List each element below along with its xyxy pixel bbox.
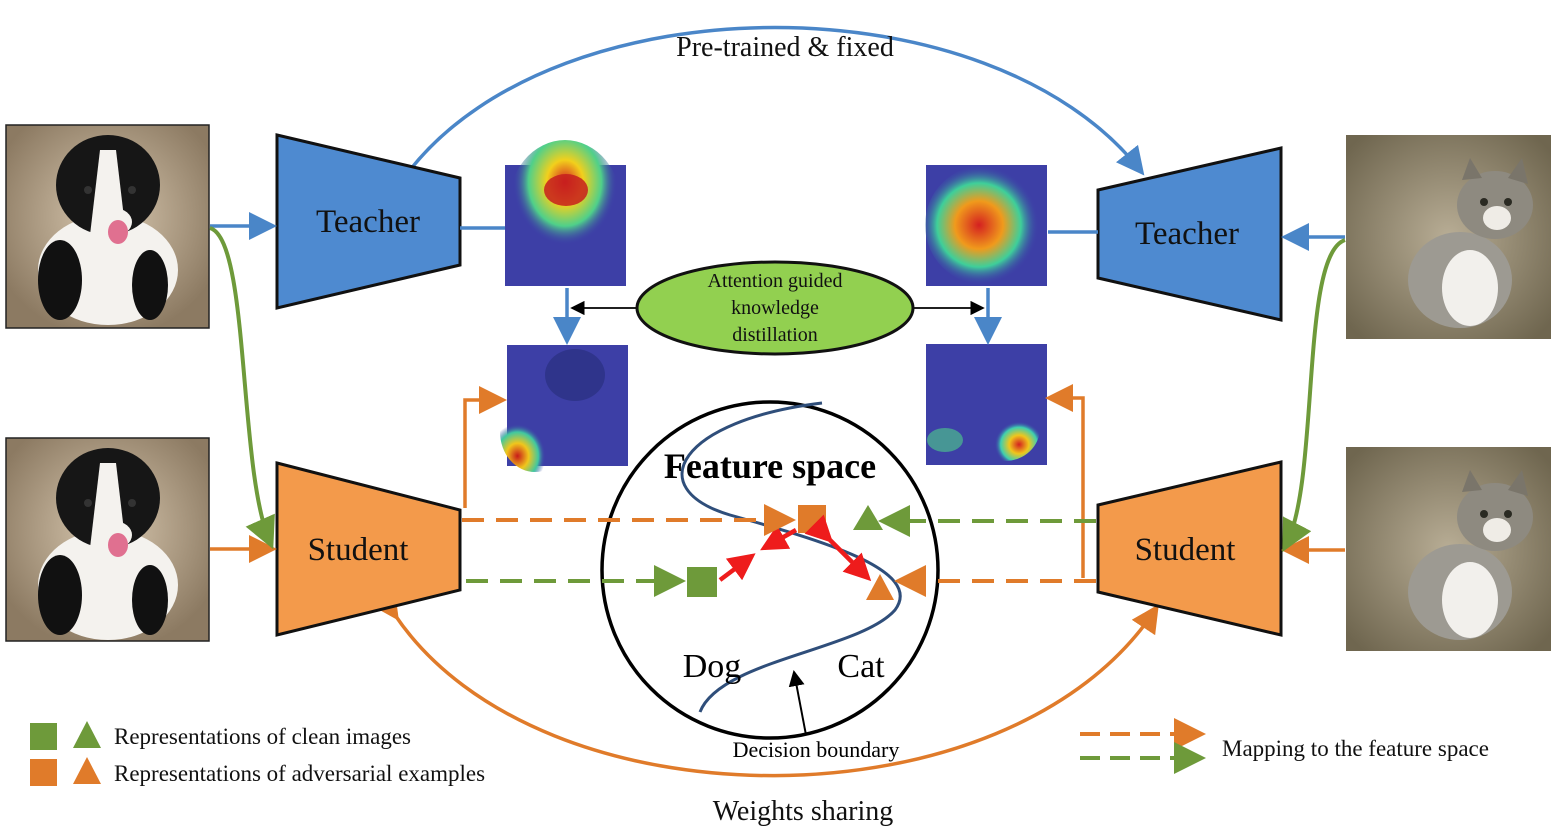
adversarial-dog-square: [798, 505, 826, 533]
cat-clean-to-student-arrow: [1282, 238, 1346, 553]
svg-text:knowledge: knowledge: [731, 297, 819, 319]
perturbation-arrow-dog-1: [718, 553, 756, 582]
dog-adversarial-image: [5, 437, 210, 642]
pretrained-arc: [385, 25, 1145, 196]
cat-clean-image: [1346, 135, 1551, 339]
legend-mapping-text: Mapping to the feature space: [1222, 736, 1489, 761]
svg-text:Teacher: Teacher: [316, 204, 420, 240]
legend-adv-text: Representations of adversarial examples: [114, 761, 485, 786]
student-attention-heatmap-dog: [500, 345, 628, 472]
class-cat-label: Cat: [837, 648, 885, 685]
student-block-left: Student: [275, 461, 462, 637]
feature-space-title: Feature space: [664, 446, 876, 486]
svg-text:Student: Student: [1135, 532, 1236, 568]
svg-text:Attention guided: Attention guided: [708, 270, 843, 292]
perturbation-arrow-cat: [804, 514, 872, 582]
legend-clean-square: [30, 723, 57, 750]
svg-text:Student: Student: [308, 532, 409, 568]
decision-boundary-label: Decision boundary: [733, 737, 900, 762]
student-block-right: Student: [1096, 460, 1283, 637]
teacher-attention-heatmap-cat: [925, 165, 1047, 286]
svg-text:Teacher: Teacher: [1135, 216, 1239, 252]
dog-clean-to-student-arrow: [209, 226, 275, 550]
clean-dog-square: [687, 567, 717, 597]
cat-adversarial-image: [1346, 447, 1551, 651]
student-right-to-heatmap-arrow: [1045, 384, 1085, 578]
svg-text:distillation: distillation: [732, 324, 818, 346]
legend-adv-square: [30, 759, 57, 786]
student-left-to-heatmap-arrow: [463, 386, 507, 508]
teacher-block-right: Teacher: [1096, 146, 1283, 322]
student-attention-heatmap-cat: [926, 344, 1047, 465]
weights-sharing-arc: [371, 589, 1159, 778]
legend-clean-triangle: [73, 721, 101, 748]
teacher-attention-heatmap-dog: [505, 140, 626, 286]
legend: Representations of clean images Represen…: [30, 718, 1489, 786]
class-dog-label: Dog: [683, 648, 742, 685]
pretrained-label: Pre-trained & fixed: [676, 32, 894, 63]
adversarial-cat-triangle: [866, 574, 894, 600]
decision-boundary-pointer: [788, 670, 807, 736]
weights-sharing-label: Weights sharing: [713, 796, 894, 827]
legend-adv-triangle: [73, 757, 101, 784]
teacher-block-left: Teacher: [275, 133, 462, 310]
feature-space: Feature space Dog Cat: [600, 400, 940, 740]
dog-clean-image: [5, 124, 210, 329]
legend-clean-text: Representations of clean images: [114, 724, 411, 749]
distillation-ellipse: Attention guided knowledge distillation: [635, 260, 915, 356]
